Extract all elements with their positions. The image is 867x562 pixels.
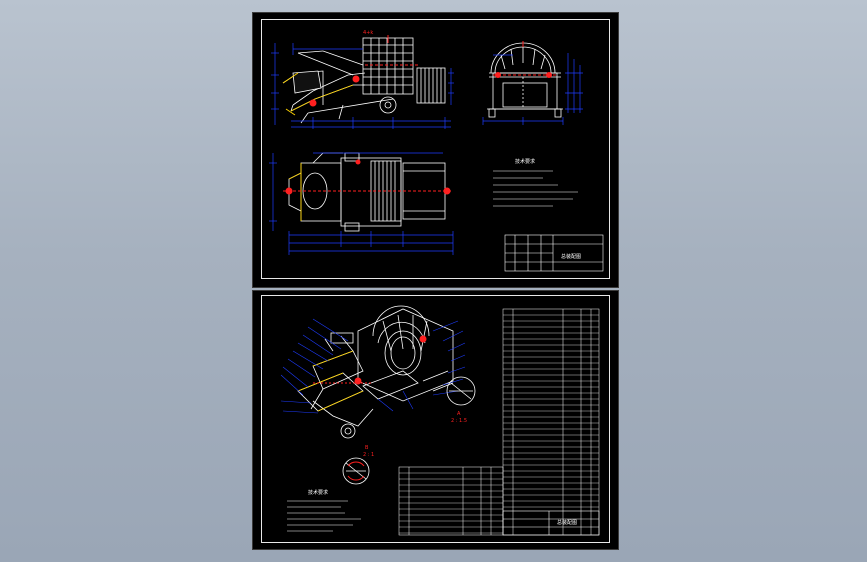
side-view <box>487 42 563 118</box>
plan-view-dimensions <box>269 152 454 255</box>
tech-req-title: 技术要求 <box>515 158 535 165</box>
isometric-view-svg: A 2 : 1.5 B 2 : 1 技术要求 <box>280 305 600 536</box>
title-block-name-bottom: 总装配图 <box>557 519 577 526</box>
front-view-red-marks <box>309 35 418 107</box>
plan-view <box>288 152 446 232</box>
side-view-dimensions <box>482 53 583 125</box>
front-view-dimensions <box>271 43 454 129</box>
drawing-sheet-top[interactable]: 4+k <box>252 12 619 288</box>
top-mark-label: 4+k <box>363 30 373 36</box>
detail-view-a <box>446 376 476 406</box>
parts-list-bottom <box>398 466 504 536</box>
parts-list-right-rows <box>503 314 599 508</box>
part-leaders <box>280 318 466 414</box>
sheet-border <box>261 295 610 543</box>
front-view <box>282 37 446 124</box>
title-block-bottom <box>502 510 600 536</box>
tech-requirements-top: 技术要求 <box>493 158 578 207</box>
section-scale-a: 2 : 1.5 <box>451 418 467 424</box>
title-block-name-top: 总装配图 <box>561 253 581 260</box>
drawing-sheet-bottom[interactable]: A 2 : 1.5 B 2 : 1 技术要求 <box>252 290 619 550</box>
plan-view-highlights <box>288 163 302 221</box>
parts-list-bottom-rows <box>399 472 503 534</box>
title-block-top <box>504 234 604 272</box>
detail-b-red-hatch <box>347 461 365 481</box>
detail-view-b <box>342 457 370 485</box>
tech-req-title: 技术要求 <box>308 489 328 496</box>
plan-view-red-marks <box>283 159 453 195</box>
section-label-a: A <box>457 411 461 417</box>
isometric-assembly <box>297 305 454 439</box>
tech-requirements-bottom: 技术要求 <box>287 489 361 532</box>
assembly-views-svg: 4+k <box>269 30 604 272</box>
section-scale-b: 2 : 1 <box>363 452 374 458</box>
front-view-highlights <box>282 72 354 116</box>
section-label-b: B <box>365 445 369 451</box>
side-view-red-marks <box>493 41 557 78</box>
sheet-border <box>261 19 610 279</box>
isometric-red-marks <box>313 335 427 385</box>
isometric-highlights <box>297 350 364 412</box>
